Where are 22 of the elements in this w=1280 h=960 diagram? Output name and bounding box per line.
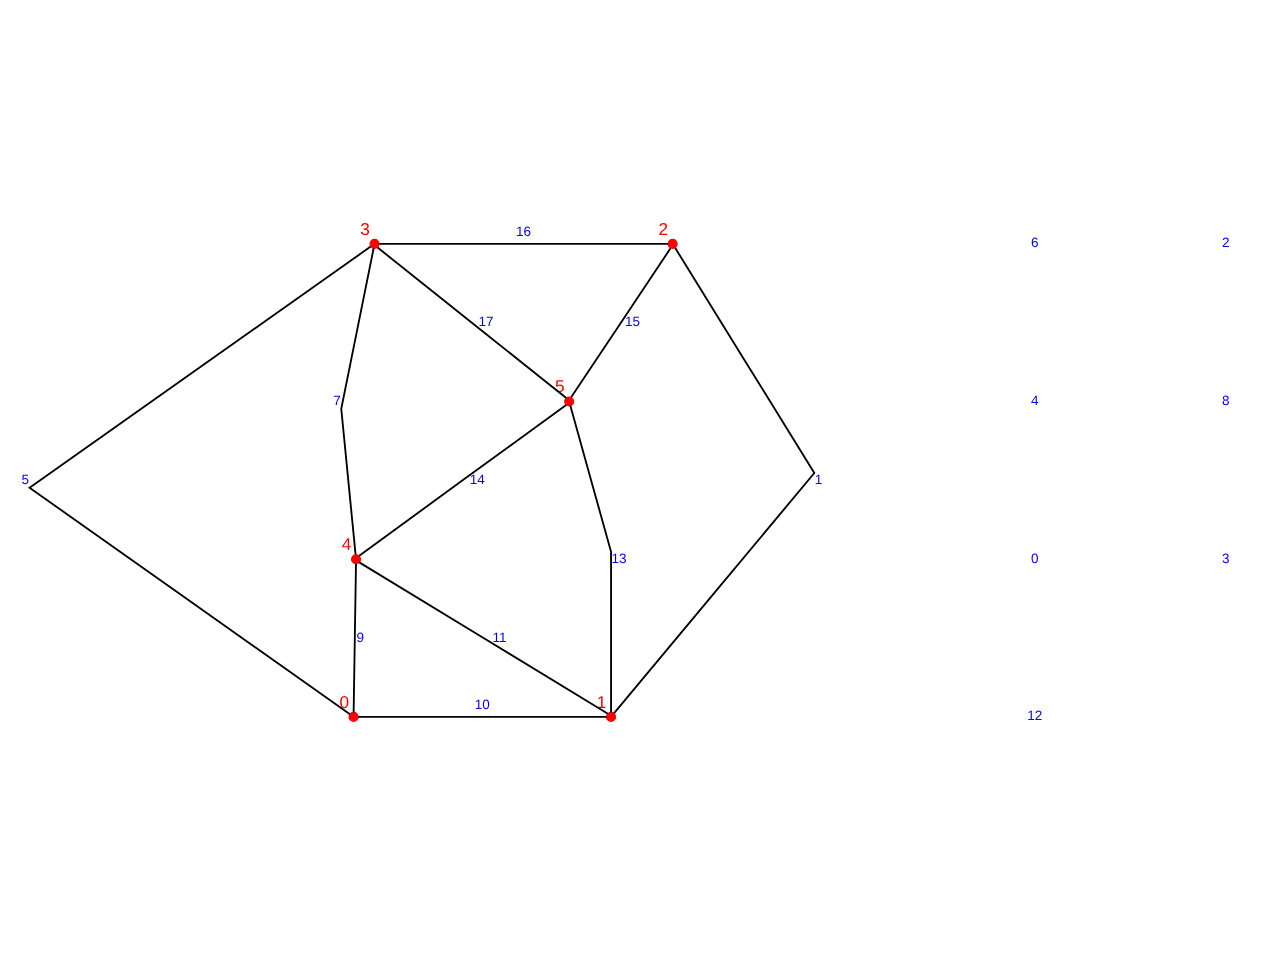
- node-label: 3: [360, 218, 370, 239]
- node-circle: [606, 711, 617, 722]
- connector: [352, 562, 357, 714]
- node-label: 1: [596, 691, 607, 712]
- connector: [376, 246, 568, 399]
- connector: [358, 561, 609, 715]
- node-circle: [667, 238, 678, 249]
- connector: [569, 404, 612, 714]
- node-label: 4: [341, 534, 352, 555]
- connector: [357, 715, 608, 718]
- node-label: 0: [339, 691, 350, 712]
- connector: [613, 246, 816, 715]
- connector: [28, 245, 372, 716]
- node-circle: [348, 711, 359, 722]
- node-label: 2: [658, 218, 669, 239]
- node-circle: [351, 554, 362, 565]
- connector: [340, 247, 375, 556]
- connector: [358, 404, 568, 557]
- node-circle: [564, 396, 575, 407]
- node-circle: [369, 238, 380, 249]
- connector: [378, 242, 670, 245]
- connector: [570, 247, 672, 398]
